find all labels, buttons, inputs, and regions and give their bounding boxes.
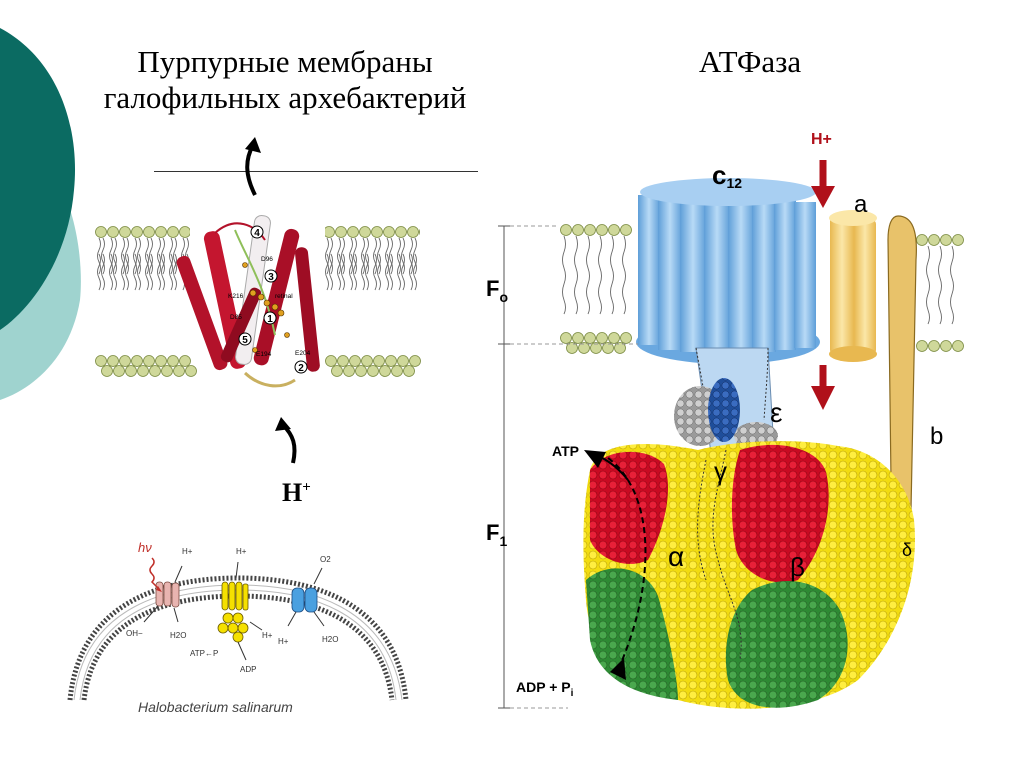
fo-label: Fo <box>486 276 508 305</box>
blue-domain <box>708 378 740 442</box>
lipid-bilayer-right <box>325 225 421 377</box>
helix-number-2: 2 <box>298 363 304 374</box>
halobacterium-caption: Halobacterium salinarum <box>138 699 293 715</box>
label-h2o-2: H2O <box>322 635 338 644</box>
atp-lipid-right <box>917 235 964 352</box>
proton-uptake-arrow <box>275 417 295 463</box>
left-title: Пурпурные мембраны галофильных архебакте… <box>60 44 510 116</box>
label-atp-p: ATP←P <box>190 649 218 658</box>
green-domain-right <box>726 581 848 708</box>
helix-number-1: 1 <box>267 314 273 325</box>
alpha-label: α <box>668 541 684 572</box>
a-label: a <box>854 191 868 218</box>
atp-synthase-icon <box>218 582 248 642</box>
atp-lipid-left <box>561 225 632 354</box>
halobacterium-panel: hν H+ H+ O2 OH− H2O H+ ATP←P H+ H2O ADP … <box>60 538 415 720</box>
left-title-line1: Пурпурные мембраны <box>60 44 510 80</box>
proton-label-charge: + <box>302 479 311 495</box>
helix-number-4: 4 <box>254 228 260 239</box>
helix-number-5: 5 <box>242 335 248 346</box>
label-h-plus-2: H+ <box>236 547 247 556</box>
residue-label-d96: D96 <box>261 256 273 263</box>
c-label: c12 <box>712 160 742 191</box>
f1-head <box>583 441 915 709</box>
label-oh: OH− <box>126 629 143 638</box>
proton-release-arrow <box>245 137 261 195</box>
bacteriorhodopsin-diagram: 4 3 1 5 2 D96 K216 D85 retinal E194 E204 <box>95 135 435 480</box>
left-title-line2: галофильных архебактерий <box>60 80 510 116</box>
atp-label: ATP <box>552 443 579 459</box>
label-h-plus-1: H+ <box>182 547 193 556</box>
bacteriorhodopsin-icon <box>156 582 179 607</box>
residue-label-d85: D85 <box>230 314 242 321</box>
b-label: b <box>930 423 943 450</box>
label-h-plus-3: H+ <box>262 631 273 640</box>
beta-label: β <box>790 552 805 582</box>
a-subunit <box>829 210 877 362</box>
atp-synthase-diagram: H+ c12 a b δ ε γ α β Fo F1 ATP ADP + Pi <box>478 120 978 720</box>
c12-ring <box>636 178 820 364</box>
respiratory-chain-icon <box>292 588 317 612</box>
h-plus-label: H+ <box>811 131 832 148</box>
residue-label-e204: E204 <box>295 350 311 357</box>
gamma-label: γ <box>714 456 727 486</box>
residue-label-retinal: retinal <box>275 293 293 300</box>
label-adp: ADP <box>240 665 256 674</box>
epsilon-label: ε <box>770 397 782 428</box>
label-o2: O2 <box>320 555 331 564</box>
proton-label: H+ <box>282 478 311 508</box>
right-title: АТФаза <box>670 44 830 80</box>
residue-label-k216: K216 <box>228 293 244 300</box>
lipid-heads-bottom-left <box>96 356 197 377</box>
lipid-bilayer-left <box>95 225 190 377</box>
adp-label: ADP + Pi <box>516 679 574 699</box>
light-label: hν <box>138 540 152 555</box>
label-h2o-1: H2O <box>170 631 186 640</box>
helix-number-3: 3 <box>268 272 274 283</box>
proton-label-h: H <box>282 478 302 507</box>
delta-label: δ <box>902 540 912 560</box>
label-h-plus-4: H+ <box>278 637 289 646</box>
residue-label-e194: E194 <box>256 351 272 358</box>
protein-helices <box>175 215 321 386</box>
